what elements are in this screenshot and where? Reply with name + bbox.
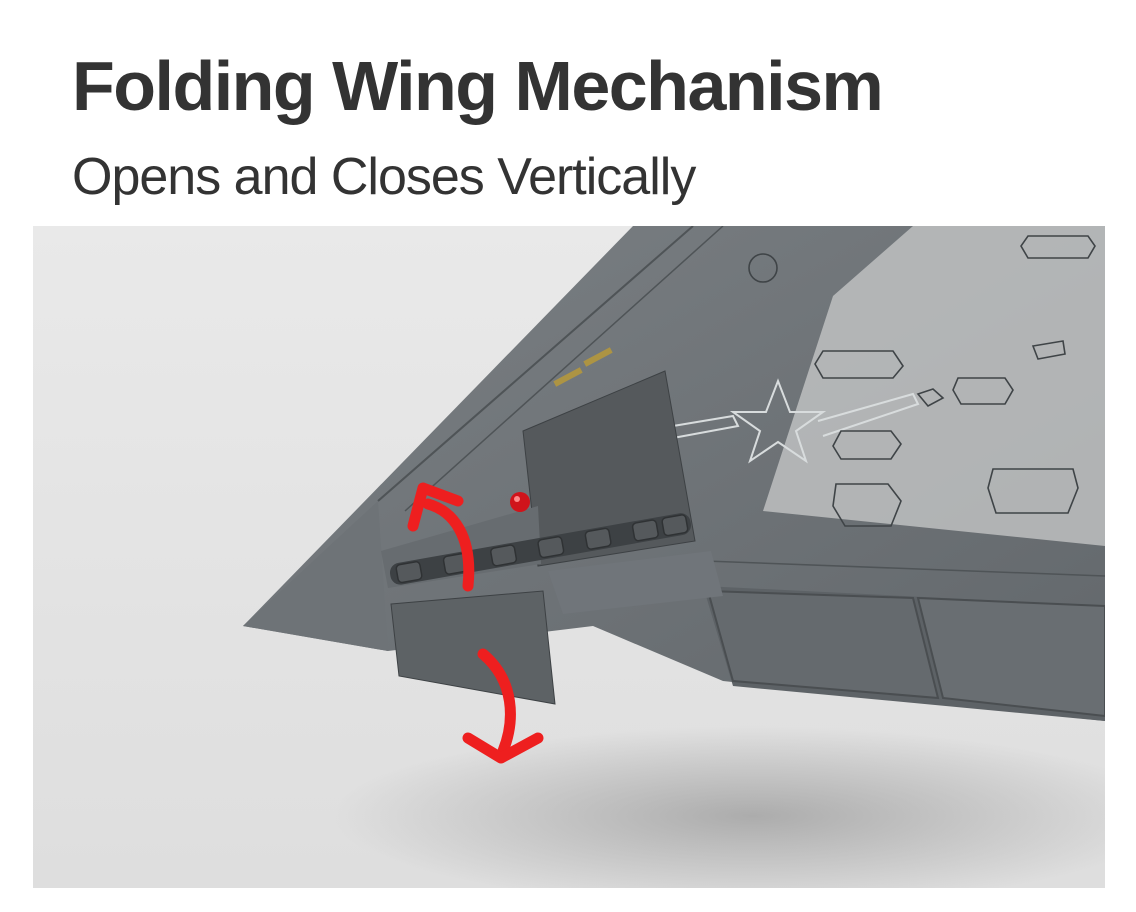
wing-shadow — [333, 726, 1105, 888]
star-insignia — [672, 378, 920, 464]
folding-flap-lower — [390, 590, 556, 705]
arrow-up-icon — [422, 498, 475, 592]
light-reflection — [763, 226, 1105, 546]
page-title: Folding Wing Mechanism — [72, 47, 884, 125]
red-nav-light — [510, 492, 530, 512]
flap-panel — [916, 596, 1105, 718]
panel-markings — [748, 235, 1096, 527]
wing-photo — [33, 226, 1105, 888]
arrow-down-icon — [477, 648, 516, 757]
hinge-plate — [548, 551, 723, 614]
aileron-panel — [706, 589, 940, 700]
wing-tip — [243, 501, 388, 651]
page-subtitle: Opens and Closes Vertically — [72, 148, 696, 206]
